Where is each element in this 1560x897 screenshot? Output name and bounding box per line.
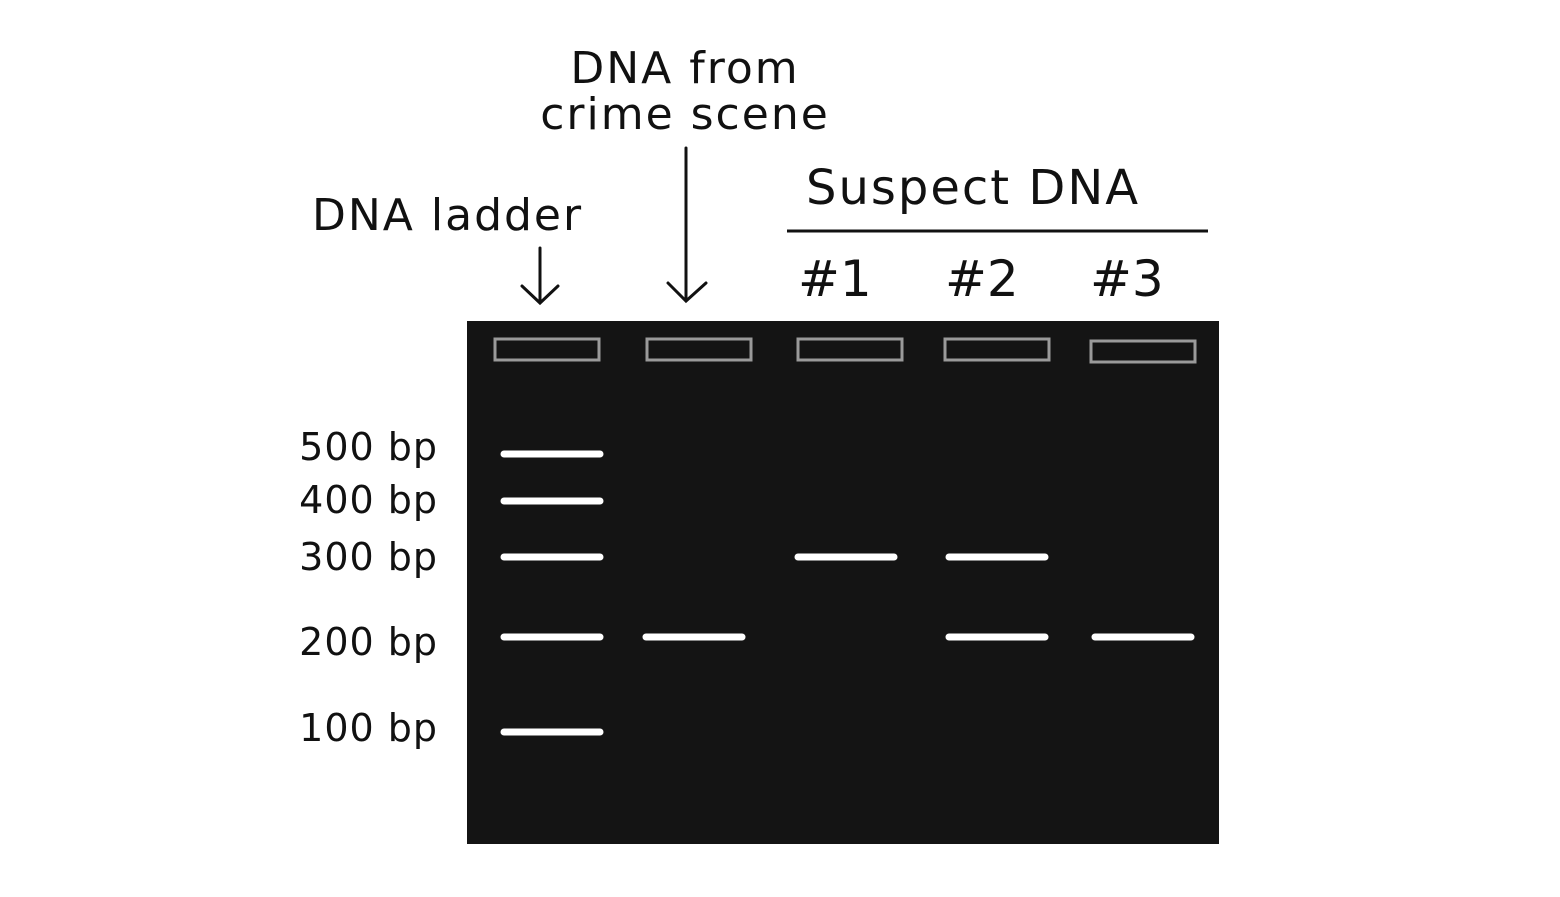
well-suspect-1	[796, 337, 904, 362]
crime-scene-label-line1: DNA from	[570, 43, 800, 94]
size-label-100: 100 bp	[299, 706, 438, 750]
bands-group	[500, 450, 1195, 736]
dna-ladder-label: DNA ladder	[312, 190, 584, 241]
suspect-2-label: #2	[945, 250, 1019, 308]
suspect-1-label: #1	[798, 250, 872, 308]
suspect-dna-label: Suspect DNA	[806, 160, 1141, 216]
size-label-500: 500 bp	[299, 425, 438, 469]
well-suspect-2	[943, 337, 1051, 362]
ladder-arrow-icon	[520, 246, 560, 306]
size-label-400: 400 bp	[299, 478, 438, 522]
crime-scene-label: DNA from crime scene	[515, 46, 855, 138]
size-label-300: 300 bp	[299, 535, 438, 579]
size-label-200: 200 bp	[299, 620, 438, 664]
well-ladder	[493, 337, 601, 362]
well-crime-scene	[645, 337, 753, 362]
crime-scene-label-line2: crime scene	[540, 89, 830, 140]
suspect-3-label: #3	[1090, 250, 1164, 308]
gel	[467, 321, 1219, 844]
well-suspect-3	[1089, 339, 1197, 364]
crime-scene-arrow-icon	[666, 146, 708, 304]
